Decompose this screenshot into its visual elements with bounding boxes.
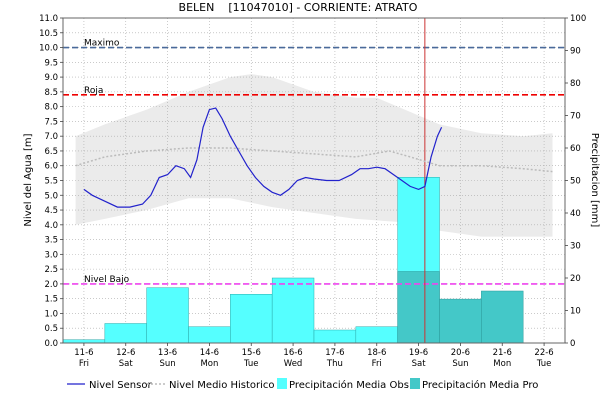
legend-label-2: Precipitación Media Obs xyxy=(289,379,409,391)
tick-label-x-day: Sat xyxy=(119,359,134,369)
tick-label-left: 6.5 xyxy=(44,147,58,157)
tick-label-left: 9.5 xyxy=(44,58,58,68)
tick-label-left: 10.0 xyxy=(39,44,58,54)
tick-label-left: 4.5 xyxy=(44,206,58,216)
tick-label-x-date: 17-6 xyxy=(325,348,344,358)
tick-label-right: 70 xyxy=(570,112,581,122)
tick-label-x-date: 21-6 xyxy=(493,348,512,358)
tick-label-x-day: Tue xyxy=(536,359,552,369)
precip-obs-bar-1 xyxy=(104,323,147,344)
tick-label-x-date: 20-6 xyxy=(451,348,470,358)
tick-label-left: 8.0 xyxy=(44,103,58,113)
tick-label-left: 6.0 xyxy=(44,162,58,172)
tick-label-left: 3.0 xyxy=(44,250,58,260)
tick-label-left: 1.5 xyxy=(44,295,58,305)
tick-label-x-day: Sun xyxy=(159,359,175,369)
precip-obs-bar-6 xyxy=(313,329,357,344)
threshold-label-0: Maximo xyxy=(84,39,120,49)
tick-label-x-day: Sun xyxy=(452,359,468,369)
tick-label-left: 3.5 xyxy=(44,236,58,246)
tick-label-left: 11.0 xyxy=(39,14,58,24)
tick-label-x-date: 11-6 xyxy=(74,348,93,358)
series-line-sensor xyxy=(83,107,443,208)
tick-label-x-day: Fri xyxy=(372,359,382,369)
tick-label-x-day: Thu xyxy=(326,359,343,369)
precip-obs-bar-2 xyxy=(146,287,189,344)
tick-label-x-date: 13-6 xyxy=(158,348,177,358)
tick-label-left: 7.0 xyxy=(44,132,58,142)
tick-label-left: 7.5 xyxy=(44,117,58,127)
legend: Nivel Sensor Nivel Medio Historico Precipi… xyxy=(67,378,538,391)
precip-pro-bar-0 xyxy=(397,271,440,344)
tick-label-right: 20 xyxy=(570,274,581,284)
tick-label-left: 5.0 xyxy=(44,191,58,201)
tick-label-left: 9.0 xyxy=(44,73,58,83)
tick-label-x-date: 14-6 xyxy=(200,348,219,358)
tick-label-left: 8.5 xyxy=(44,88,58,98)
tick-label-x-date: 15-6 xyxy=(242,348,261,358)
legend-label-1: Nivel Medio Historico xyxy=(169,380,275,391)
threshold-label-1: Roja xyxy=(84,86,103,96)
tick-label-left: 4.0 xyxy=(44,221,58,231)
tick-label-right: 0 xyxy=(570,339,575,349)
tick-label-x-date: 16-6 xyxy=(283,348,302,358)
tick-label-left: 5.5 xyxy=(44,177,58,187)
y-axis-label-left: Nivel del Agua [m] xyxy=(23,133,34,226)
tick-label-x-date: 19-6 xyxy=(409,348,428,358)
chart-title: BELEN [11047010] - CORRIENTE: ATRATO xyxy=(179,1,418,14)
tick-label-right: 30 xyxy=(570,242,581,252)
tick-label-right: 40 xyxy=(570,209,581,219)
tick-label-left: 2.5 xyxy=(44,265,58,275)
tick-label-x-date: 22-6 xyxy=(534,348,553,358)
tick-label-right: 60 xyxy=(570,144,581,154)
tick-label-left: 2.0 xyxy=(44,280,58,290)
series-line-historic-mean xyxy=(75,147,553,173)
tick-label-right: 80 xyxy=(570,79,581,89)
tick-label-left: 1.0 xyxy=(44,309,58,319)
precip-obs-bar-4 xyxy=(230,294,273,344)
legend-label-3: Precipitación Media Pro xyxy=(422,379,538,391)
tick-label-right: 10 xyxy=(570,307,581,317)
tick-label-x-day: Sat xyxy=(412,359,427,369)
tick-label-right: 50 xyxy=(570,177,581,187)
precip-obs-bar-5 xyxy=(271,277,315,344)
tick-label-x-date: 12-6 xyxy=(116,348,135,358)
tick-label-x-date: 18-6 xyxy=(367,348,386,358)
tick-label-x-day: Wed xyxy=(284,359,303,369)
tick-label-x-day: Fri xyxy=(79,359,89,369)
tick-label-x-day: Mon xyxy=(493,359,511,369)
y-axis-label-right: Precipitacion [mm] xyxy=(589,133,600,228)
tick-label-x-day: Mon xyxy=(200,359,218,369)
tick-label-left: 10.5 xyxy=(39,29,58,39)
precip-obs-bar-7 xyxy=(355,326,398,344)
precip-pro-bar-1 xyxy=(439,298,482,344)
threshold-label-2: Nivel Bajo xyxy=(84,275,130,285)
legend-label-0: Nivel Sensor xyxy=(89,380,152,391)
tick-label-right: 90 xyxy=(570,47,581,57)
precip-pro-bar-2 xyxy=(481,290,524,344)
legend-marker-3 xyxy=(410,378,420,389)
tick-label-left: 0.0 xyxy=(44,339,58,349)
legend-marker-2 xyxy=(277,378,287,389)
tick-label-x-day: Tue xyxy=(243,359,259,369)
precip-obs-bar-3 xyxy=(188,326,231,344)
tick-label-right: 100 xyxy=(570,14,586,24)
tick-label-left: 0.5 xyxy=(44,324,58,334)
